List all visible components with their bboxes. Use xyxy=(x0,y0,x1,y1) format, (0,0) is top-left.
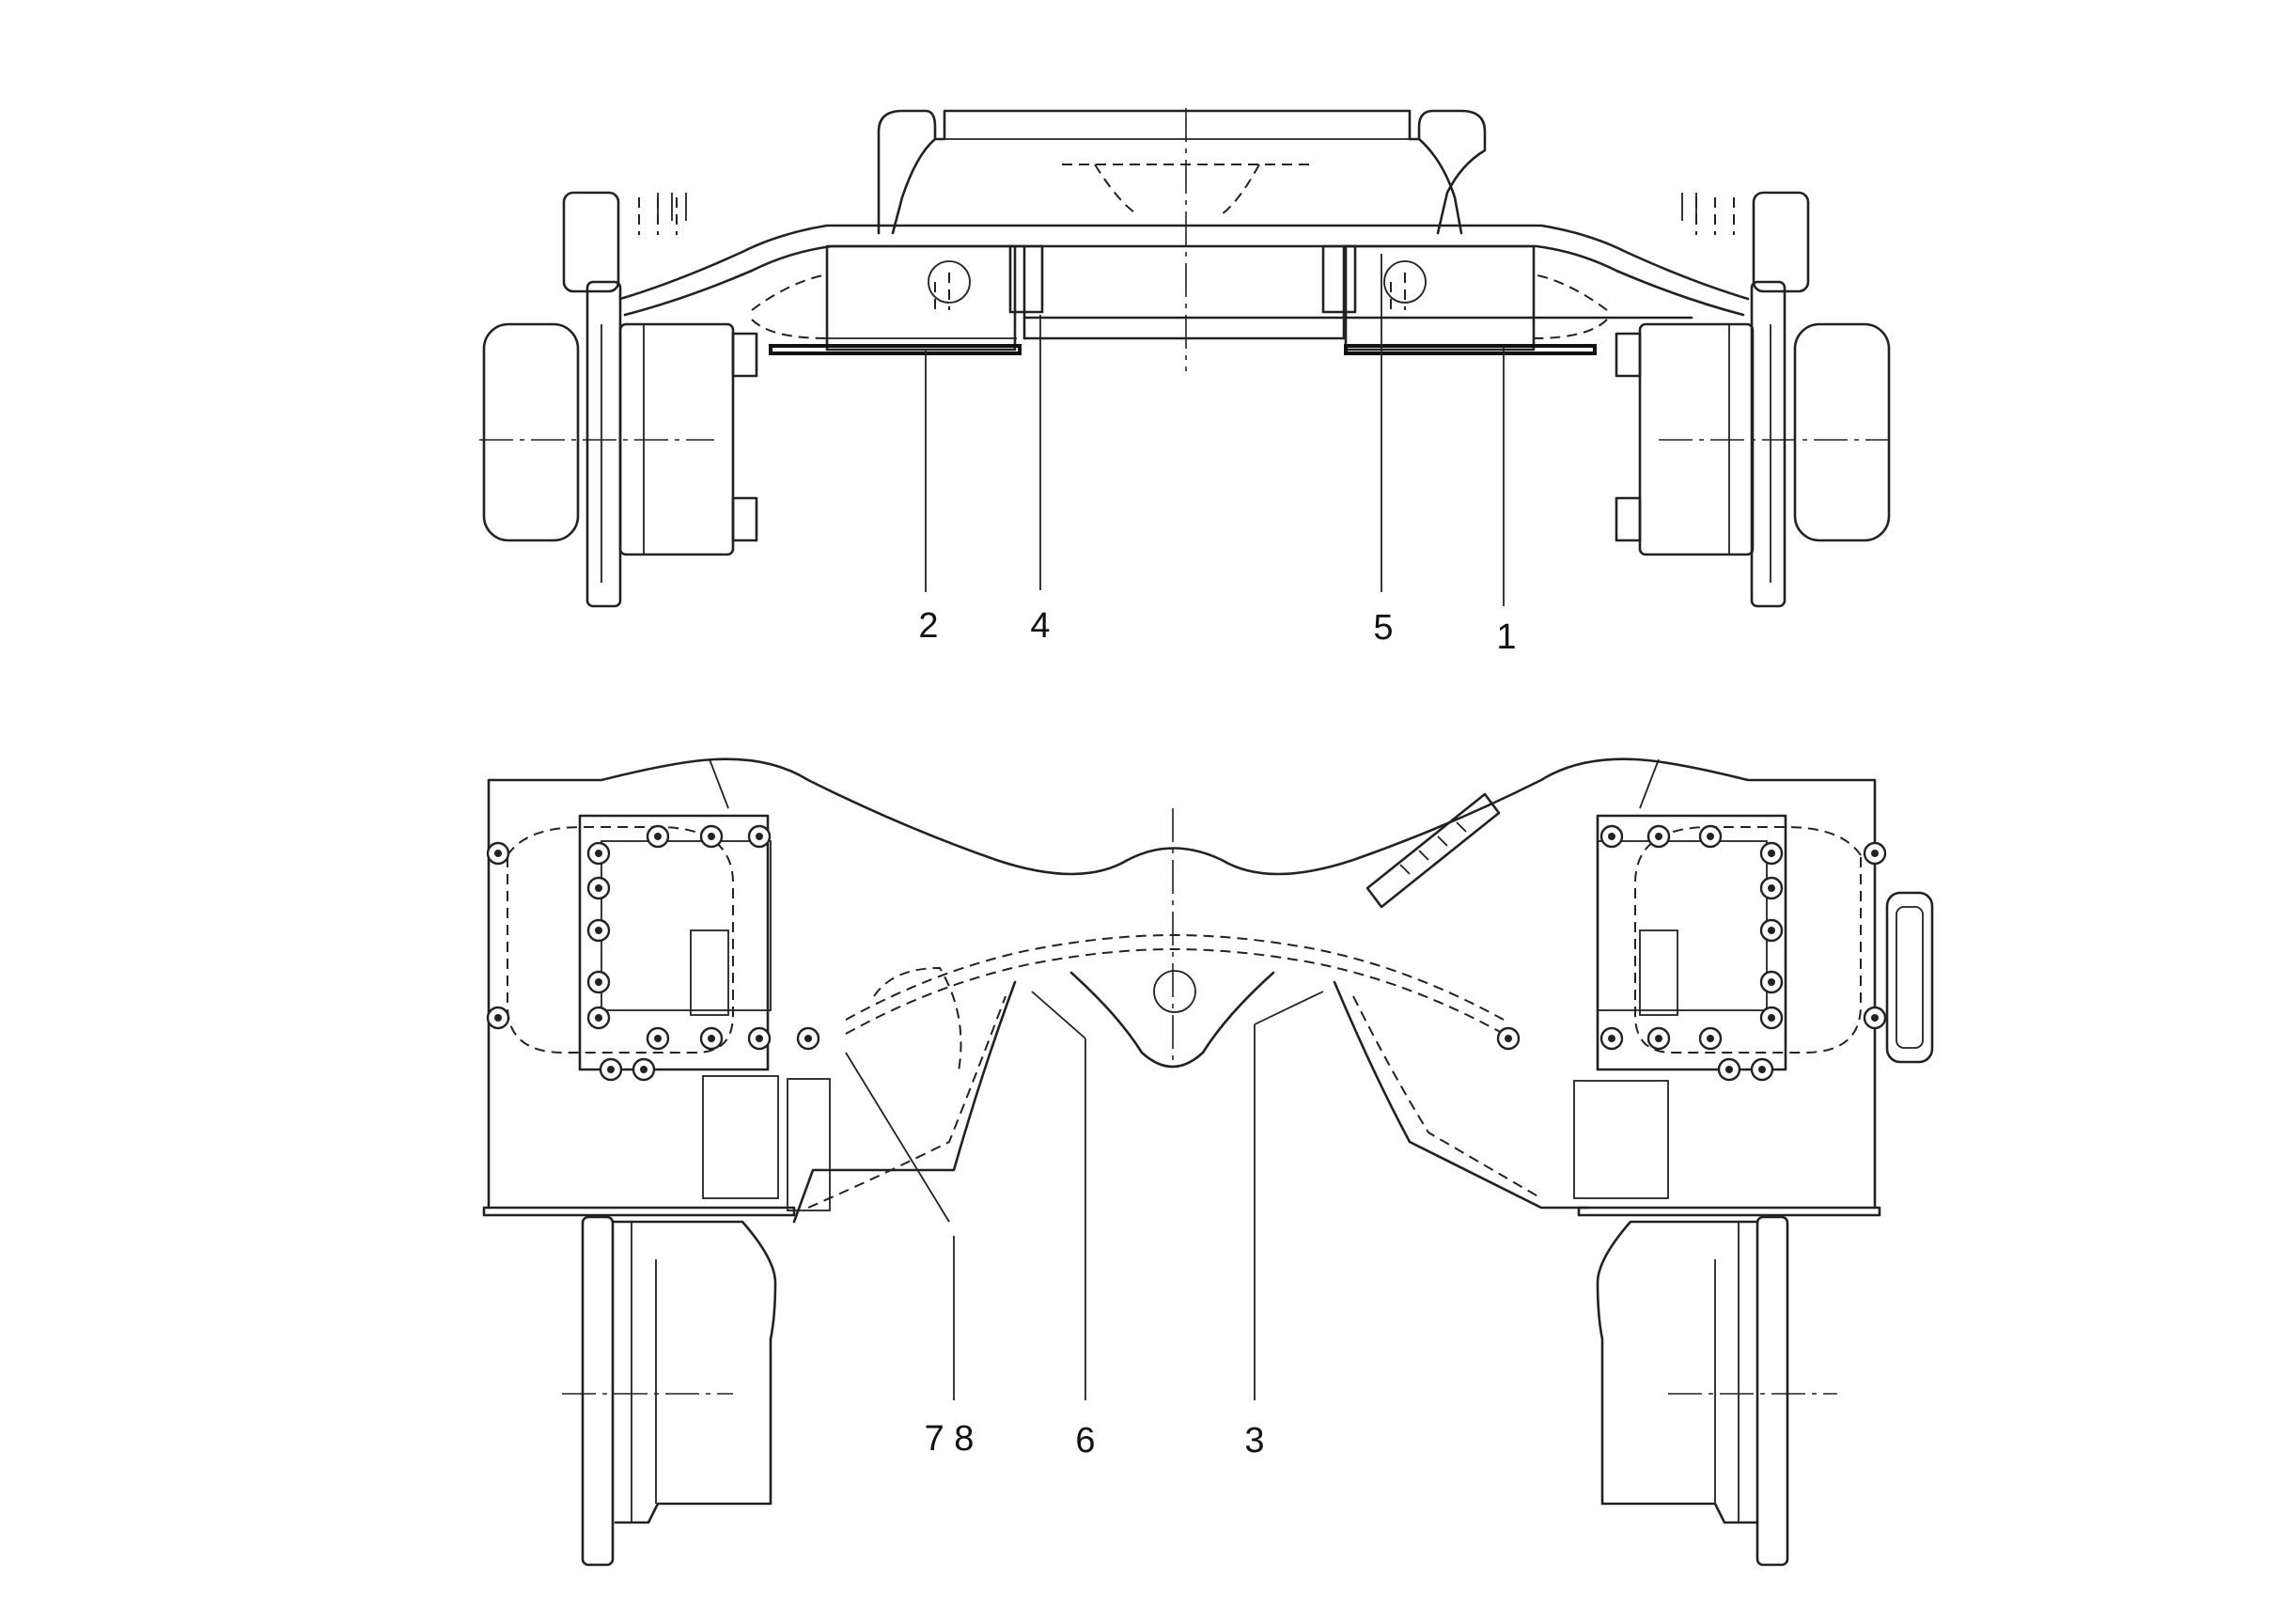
bolt-19 xyxy=(1759,841,1784,866)
bolt-20 xyxy=(1759,876,1784,900)
bolt-set xyxy=(486,824,1887,1082)
callout-3: 3 xyxy=(1244,1421,1264,1460)
bottom-view xyxy=(482,757,1934,1567)
bolt-29 xyxy=(1599,1026,1624,1051)
bolt-1 xyxy=(486,841,510,866)
bolt-21 xyxy=(1759,918,1784,943)
bolt-26 xyxy=(1599,824,1624,849)
bolt-6 xyxy=(586,970,611,994)
callout-2: 2 xyxy=(918,606,938,646)
bolt-32 xyxy=(1717,1057,1741,1082)
bolt-12 xyxy=(699,1026,724,1051)
callout-4: 4 xyxy=(1030,606,1050,646)
callout-5: 5 xyxy=(1373,608,1393,648)
bolt-9 xyxy=(699,824,724,849)
callout-1: 1 xyxy=(1496,617,1516,657)
bolt-16 xyxy=(632,1057,656,1082)
bolt-25 xyxy=(1646,824,1671,849)
callout-6: 6 xyxy=(1075,1421,1095,1460)
bolt-31 xyxy=(1750,1057,1774,1082)
bolt-28 xyxy=(1646,1026,1671,1051)
bolt-17 xyxy=(1863,841,1887,866)
bolt-3 xyxy=(586,841,611,866)
callout-78: 7 8 xyxy=(925,1419,975,1459)
bolt-24 xyxy=(1698,824,1723,849)
bolt-2 xyxy=(486,1006,510,1030)
bolt-8 xyxy=(646,824,670,849)
bolt-22 xyxy=(1759,970,1784,994)
leader-6 xyxy=(1031,991,1086,1039)
bolt-13 xyxy=(747,1026,772,1051)
callout-labels: 1 2 4 5 7 8 6 3 xyxy=(918,606,1516,1460)
top-view xyxy=(479,108,1891,608)
bolt-5 xyxy=(586,918,611,943)
bolt-11 xyxy=(646,1026,670,1051)
bolt-27 xyxy=(1698,1026,1723,1051)
bolt-14 xyxy=(796,1026,820,1051)
bolt-7 xyxy=(586,1006,611,1030)
bolt-30 xyxy=(1496,1026,1521,1051)
callout-leaders xyxy=(925,254,1505,1400)
bolt-4 xyxy=(586,876,611,900)
bolt-10 xyxy=(747,824,772,849)
bolt-23 xyxy=(1759,1006,1784,1030)
bolt-18 xyxy=(1863,1006,1887,1030)
bolt-15 xyxy=(599,1057,623,1082)
leader-3 xyxy=(1254,991,1324,1025)
